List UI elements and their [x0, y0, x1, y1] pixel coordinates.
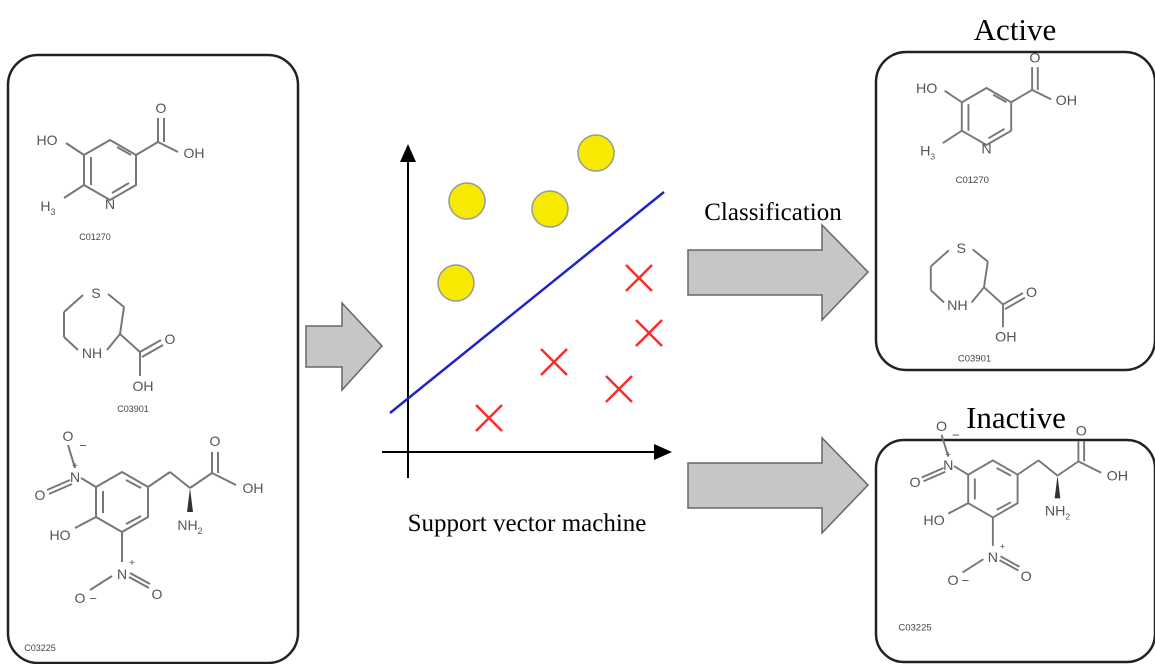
- compound-id-label: C03225: [24, 643, 56, 653]
- active-panel: Active HO H3 N O OH C01270 S NH O OH C03…: [874, 12, 1155, 372]
- classification-arrow-inactive: [687, 436, 870, 535]
- atom-label-n: N: [105, 196, 115, 212]
- atom-label-o: O: [35, 487, 46, 503]
- inactive-class-point: [475, 404, 503, 432]
- atom-label-n: N: [117, 566, 127, 582]
- atom-label-oh: OH: [133, 378, 154, 394]
- atom-label-o: O: [152, 586, 163, 602]
- atom-label-nh: NH: [947, 298, 968, 314]
- atom-label-oh: OH: [243, 480, 264, 496]
- active-class-point: [437, 264, 475, 302]
- input-panel-frame: [6, 53, 300, 664]
- inactive-class-point: [540, 348, 568, 376]
- compound-id-label: C03225: [898, 622, 931, 633]
- atom-label-o: O: [165, 331, 176, 347]
- atom-label-o: O: [1026, 285, 1037, 301]
- svm-label: Support vector machine: [408, 510, 647, 537]
- molecule-c03901: S NH O OH C03901: [929, 241, 1037, 364]
- molecule-c03225: − O N + O HO N + O O − O OH NH2 C03225: [898, 419, 1128, 633]
- classification-arrow-active: [687, 223, 870, 322]
- atom-label-n: N: [988, 550, 998, 566]
- atom-label-o: O: [936, 419, 947, 435]
- atom-label-o: O: [1021, 569, 1032, 585]
- atom-label-plus: +: [945, 450, 951, 461]
- atom-label-n: N: [981, 142, 991, 158]
- atom-label-oh: OH: [184, 145, 205, 161]
- input-compound-panel: HO H3 N O OH C01270 S NH O OH C03901 − O…: [6, 53, 300, 664]
- active-title: Active: [974, 12, 1057, 47]
- compound-id-label: C03901: [117, 404, 149, 414]
- molecule-c01270: HO H3 N O OH C01270: [916, 50, 1077, 186]
- inactive-panel: Inactive − O N + O HO N + O O − O OH NH2…: [874, 400, 1155, 664]
- atom-label-ho: HO: [50, 527, 71, 543]
- active-class-point: [448, 182, 486, 220]
- inactive-panel-frame: [874, 438, 1155, 664]
- atom-label-nh: NH: [82, 345, 102, 361]
- atom-label-plus: +: [72, 461, 78, 472]
- atom-label-s: S: [91, 285, 100, 301]
- atom-label-minus: −: [89, 591, 97, 606]
- input-to-svm-arrow: [305, 301, 384, 392]
- atom-label-minus: −: [79, 438, 87, 453]
- compound-id-label: C03901: [958, 353, 991, 364]
- atom-label-plus: +: [129, 558, 135, 569]
- molecule-c03901: S NH O OH C03901: [63, 285, 176, 414]
- molecule-c03225: − O N + O HO N + O O − O OH NH2 C03225: [24, 428, 263, 653]
- compound-id-label: C01270: [79, 232, 111, 242]
- atom-label-ho: HO: [916, 81, 937, 97]
- atom-label-o: O: [909, 475, 920, 491]
- atom-label-o: O: [63, 428, 74, 444]
- svm-hyperplane: [389, 191, 665, 414]
- atom-label-s: S: [956, 241, 966, 257]
- inactive-class-point: [605, 375, 633, 403]
- atom-label-o: O: [1076, 424, 1087, 440]
- classification-label: Classification: [704, 199, 842, 226]
- inactive-title: Inactive: [966, 400, 1066, 435]
- atom-label-h3c: H3: [40, 198, 55, 217]
- atom-label-o: O: [1029, 50, 1040, 66]
- atom-label-nh2: NH2: [177, 517, 202, 536]
- molecule-c01270: HO H3 N O OH C01270: [37, 100, 205, 242]
- atom-label-h3c: H3: [920, 143, 935, 161]
- atom-label-nh2: NH2: [1045, 504, 1071, 522]
- atom-label-o: O: [210, 433, 221, 449]
- atom-label-o: O: [156, 100, 167, 116]
- inactive-class-point: [635, 319, 663, 347]
- atom-label-n: N: [943, 458, 953, 474]
- atom-label-minus: −: [961, 573, 969, 588]
- atom-label-ho: HO: [37, 132, 58, 148]
- atom-label-o: O: [947, 573, 958, 589]
- atom-label-plus: +: [1000, 542, 1006, 553]
- atom-label-ho: HO: [923, 513, 944, 529]
- atom-label-oh: OH: [1107, 468, 1128, 484]
- inactive-class-point: [625, 264, 653, 292]
- atom-label-oh: OH: [1056, 93, 1077, 109]
- atom-label-minus: −: [952, 428, 960, 443]
- atom-label-n: N: [70, 469, 80, 485]
- atom-label-o: O: [75, 590, 86, 606]
- active-class-point: [577, 134, 615, 172]
- compound-id-label: C01270: [956, 175, 989, 186]
- svm-plot: Support vector machine: [382, 134, 672, 537]
- atom-label-oh: OH: [995, 329, 1016, 345]
- active-class-point: [531, 190, 569, 228]
- active-panel-frame: [874, 50, 1155, 372]
